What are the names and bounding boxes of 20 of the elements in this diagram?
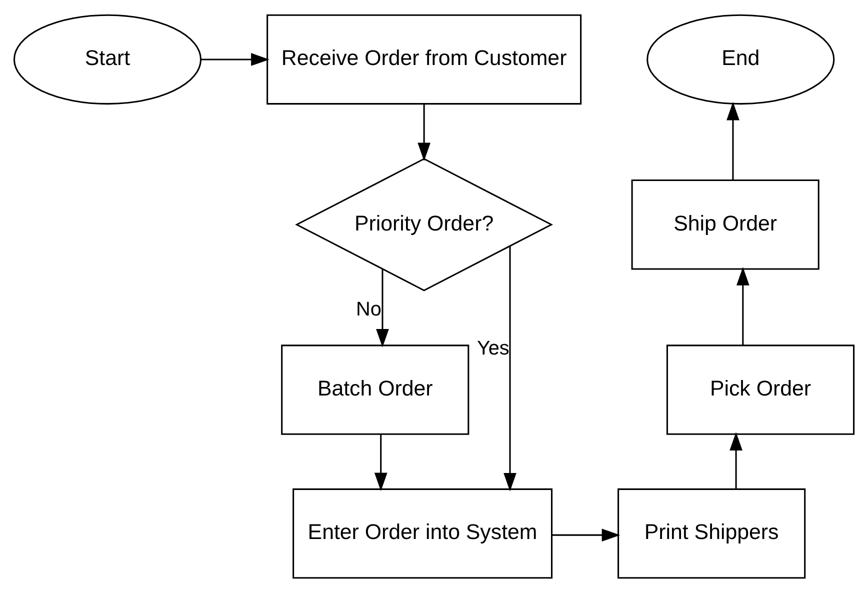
node-ellipse: End: [646, 14, 835, 104]
node-box: Batch Order: [281, 344, 470, 434]
arrow: [552, 528, 620, 541]
node-box: Print Shippers: [618, 488, 806, 578]
node-box: Ship Order: [631, 179, 820, 270]
arrow: [726, 101, 740, 180]
node-box: Receive Order from Customer: [266, 14, 582, 104]
edge-label: Yes: [476, 337, 510, 360]
node-box: Enter Order into System: [292, 488, 553, 578]
arrow: [374, 434, 388, 491]
arrow: [376, 268, 389, 347]
node-diamond: Priority Order?: [295, 158, 554, 291]
node-ellipse: Start: [13, 14, 202, 104]
arrow: [504, 246, 516, 491]
node-box: Pick Order: [666, 344, 855, 434]
arrow: [201, 52, 270, 66]
edge-label: No: [356, 298, 382, 320]
arrow: [730, 432, 742, 488]
arrow: [736, 266, 750, 345]
arrow: [418, 104, 430, 161]
